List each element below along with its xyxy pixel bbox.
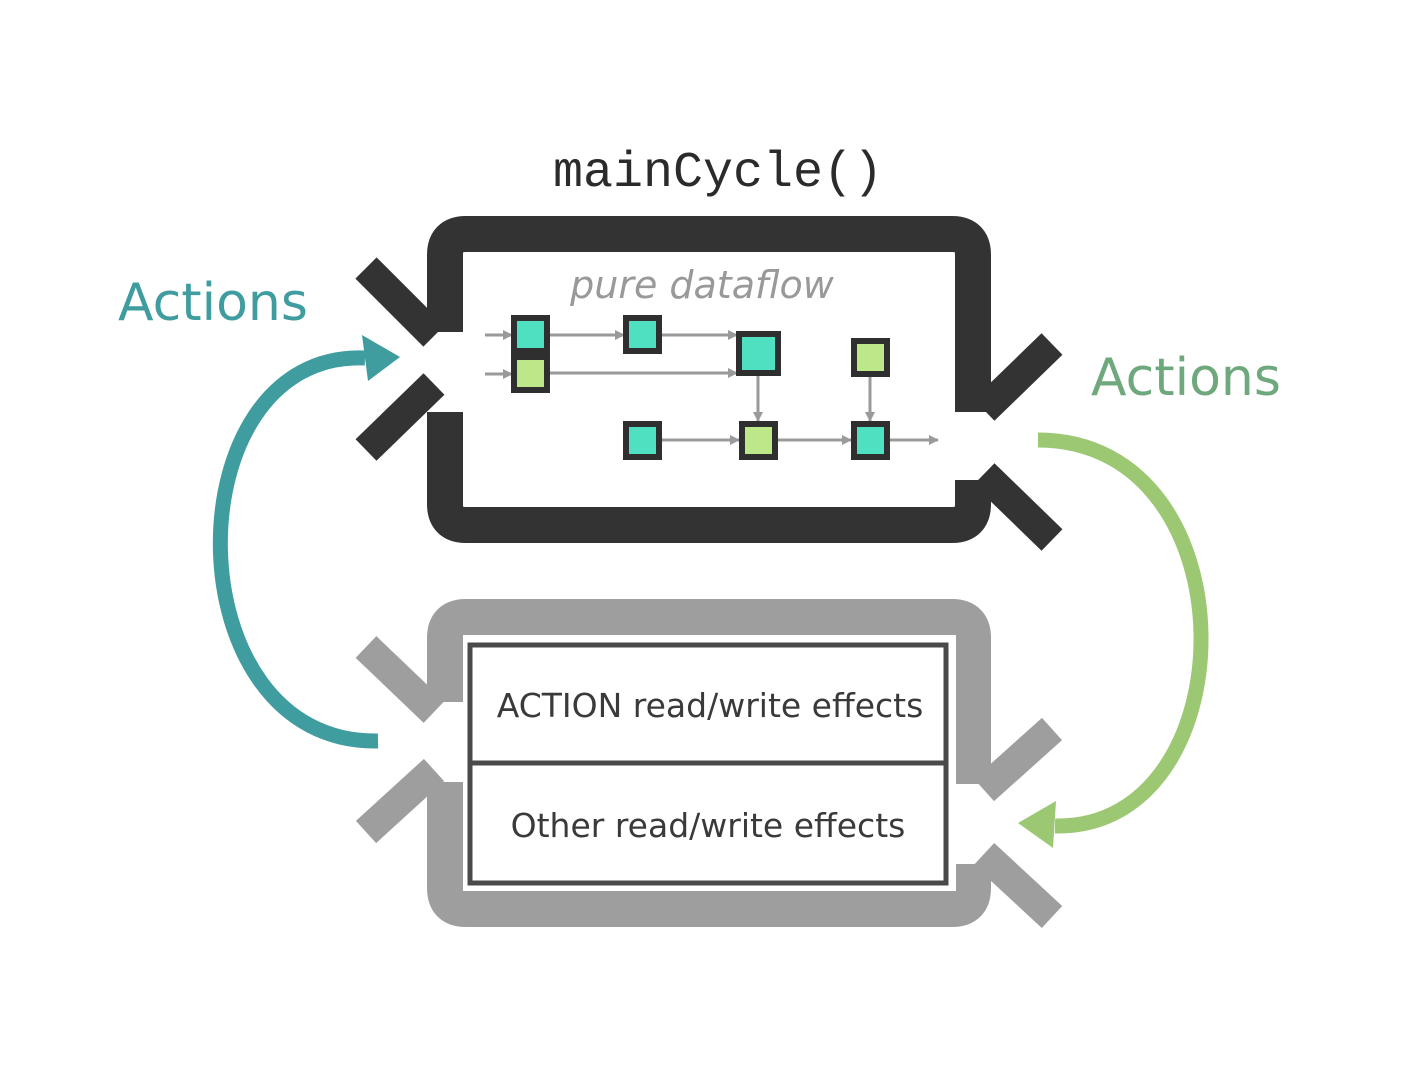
dataflow-node (739, 421, 778, 460)
effects-outlet-top (973, 717, 1063, 802)
main-inlet-bottom (355, 373, 445, 461)
main-outlet-top (973, 333, 1063, 421)
main-outlet-bottom (973, 463, 1063, 551)
left-actions-label: Actions (118, 273, 308, 333)
left-actions-arrow (212, 335, 400, 749)
right-actions-label: Actions (1091, 348, 1281, 408)
effects-inlet-top (355, 636, 445, 723)
main-cycle-box (355, 216, 1063, 551)
other-effects-cell (467, 760, 949, 886)
action-effects-label: ACTION read/write effects (497, 686, 924, 725)
effects-inlet-bottom (355, 758, 445, 844)
main-inlet-top (355, 257, 445, 347)
pure-dataflow-label: pure dataflow (569, 263, 835, 307)
diagram-title: mainCycle() (553, 145, 883, 202)
effects-outlet-bottom (973, 842, 1063, 929)
right-arrow-head (1018, 801, 1056, 848)
dataflow-node (851, 421, 890, 460)
effects-box (355, 599, 1063, 929)
dataflow-graph (485, 315, 939, 460)
dataflow-node (511, 315, 550, 354)
dataflow-node (851, 338, 890, 377)
dataflow-node (736, 331, 781, 376)
left-arrow-head (362, 335, 400, 381)
dataflow-node (623, 421, 662, 460)
other-effects-label: Other read/write effects (511, 806, 906, 845)
dataflow-node (623, 315, 662, 354)
effects-table: ACTION read/write effects Other read/wri… (463, 635, 956, 891)
right-actions-arrow (1018, 432, 1209, 848)
dataflow-node (511, 354, 550, 393)
